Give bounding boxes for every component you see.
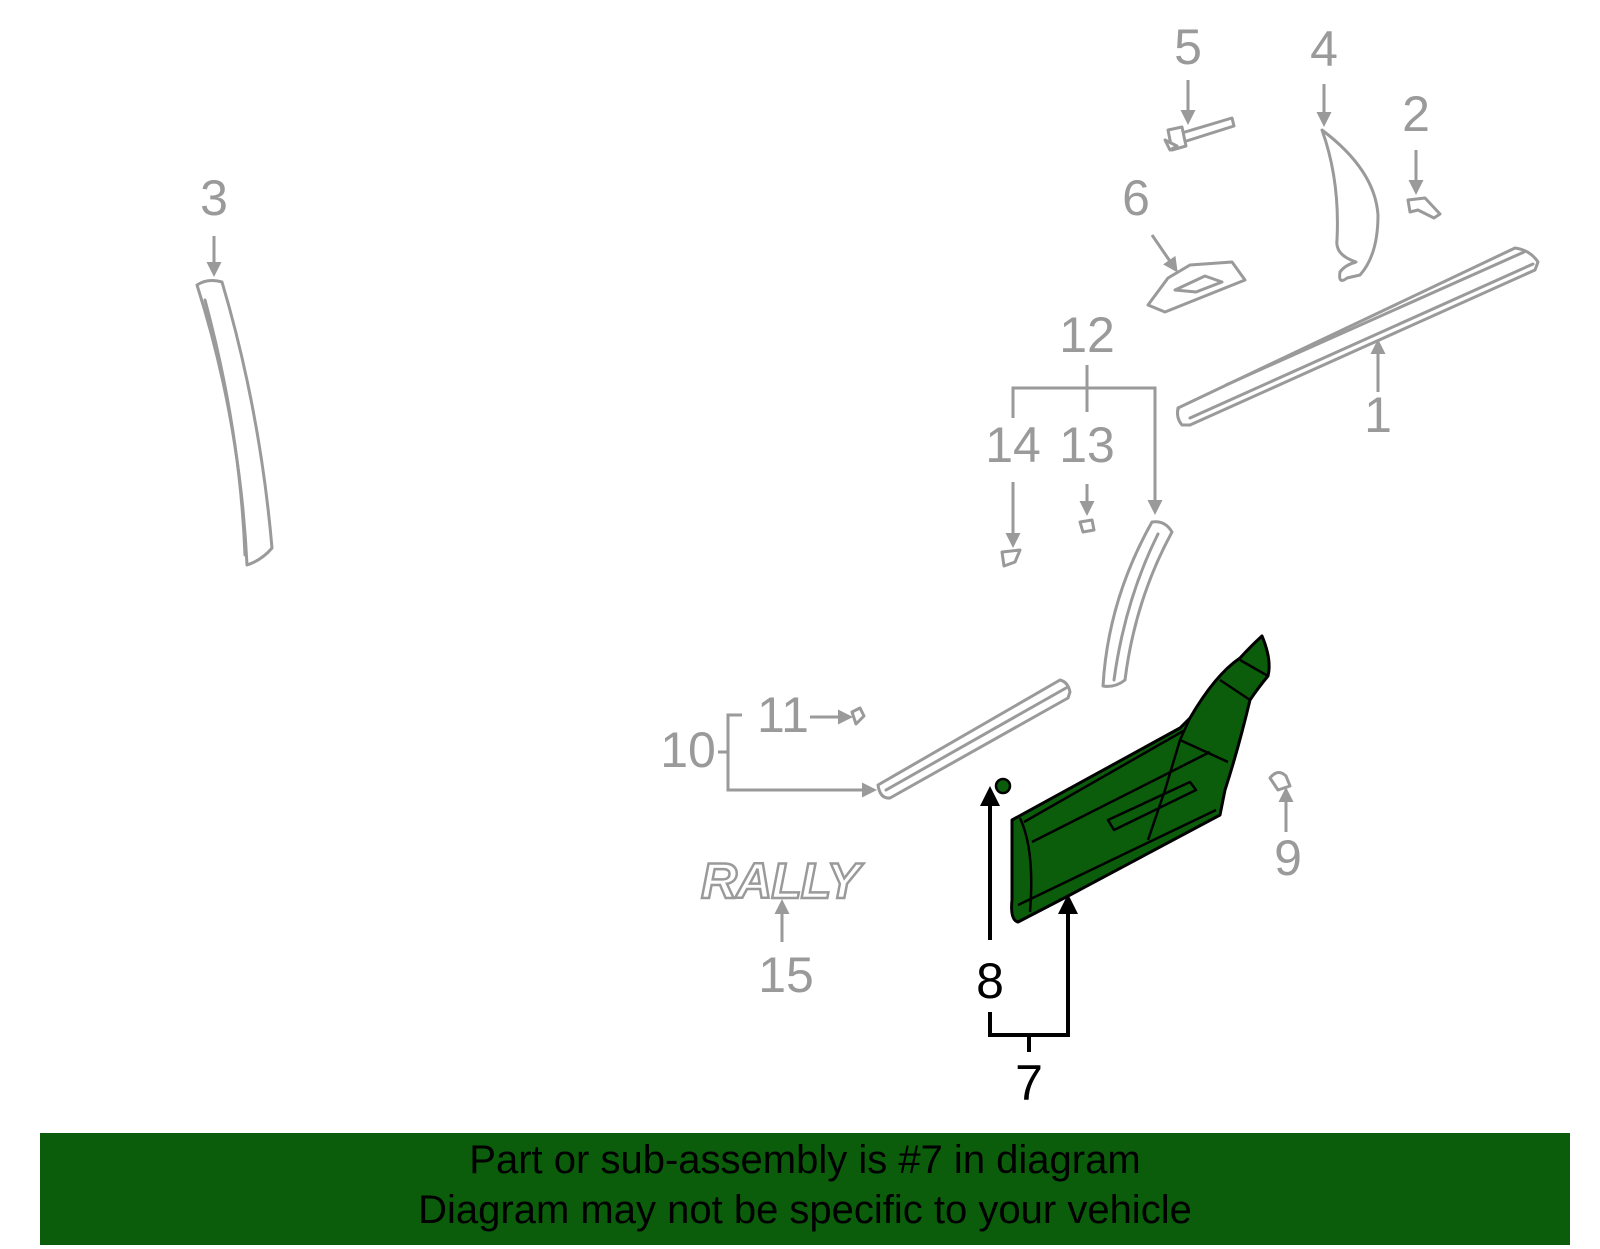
callout-13: 13 — [1059, 417, 1115, 516]
part-11-clip — [850, 706, 866, 726]
svg-text:9: 9 — [1274, 830, 1302, 886]
svg-text:1: 1 — [1364, 387, 1392, 443]
svg-text:14: 14 — [985, 417, 1041, 473]
part-12-wheel-molding — [1101, 520, 1174, 688]
part-8-highlighted-fastener — [994, 777, 1012, 795]
part-14-clip — [1000, 548, 1022, 568]
svg-text:5: 5 — [1174, 19, 1202, 75]
banner-line-part-number: Part or sub-assembly is #7 in diagram — [469, 1138, 1141, 1182]
callout-6: 6 — [1122, 170, 1178, 273]
svg-text:15: 15 — [758, 947, 814, 1003]
part-2-screw — [1406, 196, 1442, 220]
part-13-clip — [1078, 518, 1096, 534]
callout-7-bracket: 7 — [988, 894, 1078, 1111]
callout-4: 4 — [1310, 21, 1338, 127]
svg-text:3: 3 — [200, 170, 228, 226]
callout-1: 1 — [1364, 339, 1392, 443]
callout-10-bracket: 10 — [660, 713, 877, 798]
callout-5: 5 — [1174, 19, 1202, 125]
callout-14: 14 — [985, 417, 1041, 548]
svg-text:4: 4 — [1310, 21, 1338, 77]
banner-line-disclaimer: Diagram may not be specific to your vehi… — [418, 1188, 1192, 1232]
part-9-clip — [1268, 771, 1292, 792]
part-3-pillar-molding — [195, 279, 274, 567]
callout-2: 2 — [1402, 86, 1430, 195]
callout-12-bracket: 12 — [1011, 307, 1163, 515]
part-10-lower-molding — [876, 678, 1072, 800]
svg-text:RALLY: RALLY — [701, 853, 865, 909]
callout-3: 3 — [200, 170, 228, 277]
part-7-highlighted-molding — [1010, 634, 1271, 924]
svg-text:12: 12 — [1059, 307, 1115, 363]
part-4-curved-trim — [1320, 128, 1380, 282]
part-6-bracket — [1146, 260, 1247, 314]
part-15-rally-emblem: RALLY — [700, 852, 867, 911]
callout-9: 9 — [1274, 787, 1302, 886]
svg-text:7: 7 — [1015, 1055, 1043, 1111]
svg-text:13: 13 — [1059, 417, 1115, 473]
svg-text:10: 10 — [660, 722, 716, 778]
svg-text:2: 2 — [1402, 86, 1430, 142]
callout-15: 15 — [758, 899, 814, 1003]
svg-text:11: 11 — [757, 687, 809, 743]
part-1-rocker-molding — [1176, 246, 1540, 427]
svg-text:6: 6 — [1122, 170, 1150, 226]
callout-8: 8 — [976, 786, 1004, 1009]
info-banner: Part or sub-assembly is #7 in diagram Di… — [40, 1133, 1570, 1245]
callout-11: 11 — [757, 687, 853, 743]
part-5-push-pin — [1163, 116, 1236, 152]
svg-text:8: 8 — [976, 953, 1004, 1009]
